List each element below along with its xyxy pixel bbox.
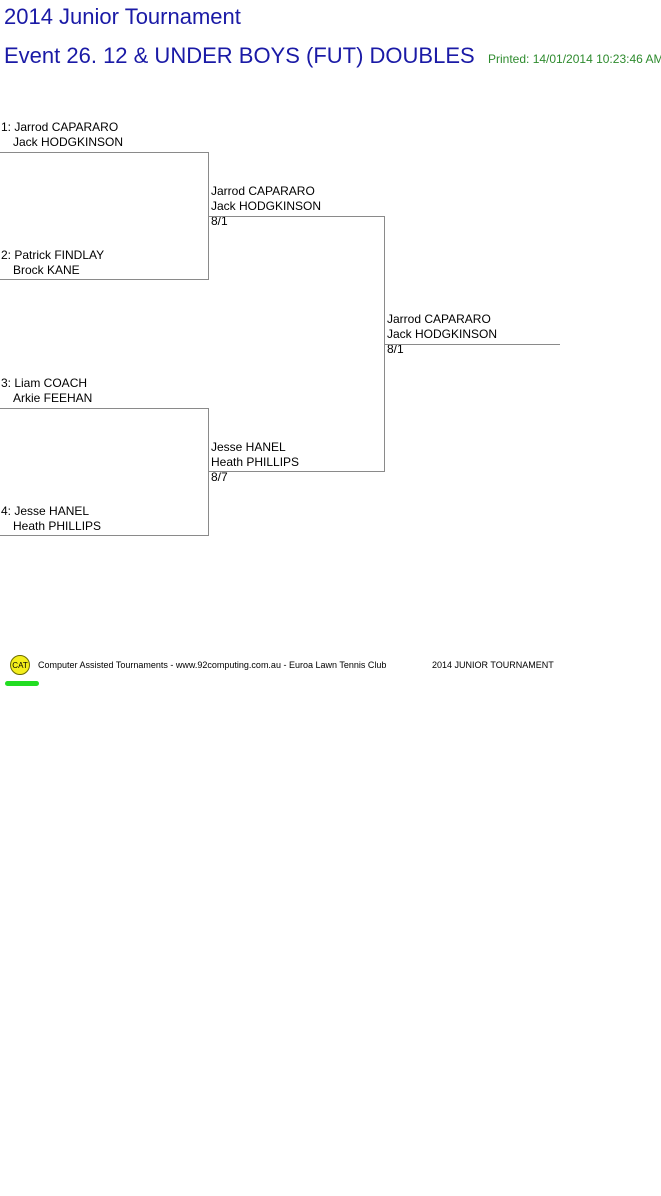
entry-3-player2: Arkie FEEHAN	[13, 391, 93, 405]
final-winner-score: 8/1	[387, 342, 404, 356]
round2-winner-2-player2: Heath PHILLIPS	[211, 455, 300, 469]
entry-4-player1: 4: Jesse HANEL	[1, 504, 90, 518]
final-winner-player1: Jarrod CAPARARO	[387, 312, 491, 326]
bracket-line-final	[385, 344, 560, 345]
round2-winner-1: Jarrod CAPARARO Jack HODGKINSON 8/1	[211, 184, 321, 229]
cat-logo-underline	[5, 681, 39, 686]
round2-winner-2-player1: Jesse HANEL	[211, 440, 286, 454]
final-winner: Jarrod CAPARARO Jack HODGKINSON 8/1	[387, 312, 497, 357]
entry-4-player2: Heath PHILLIPS	[13, 519, 102, 533]
draw-entry-4: 4: Jesse HANEL Heath PHILLIPS	[1, 504, 101, 534]
bracket-connector-match-1	[208, 152, 209, 280]
round2-winner-2-score: 8/7	[211, 470, 228, 484]
entry-1-player2: Jack HODGKINSON	[13, 135, 124, 149]
entry-2-player2: Brock KANE	[13, 263, 80, 277]
round2-winner-1-player2: Jack HODGKINSON	[211, 199, 322, 213]
footer-credits: Computer Assisted Tournaments - www.92co…	[38, 660, 387, 670]
bracket-line-entry-4	[0, 535, 209, 536]
printed-timestamp: Printed: 14/01/2014 10:23:46 AM	[488, 52, 661, 66]
bracket-line-entry-3	[0, 408, 209, 409]
entry-2-player1: 2: Patrick FINDLAY	[1, 248, 105, 262]
event-title: Event 26. 12 & UNDER BOYS (FUT) DOUBLES	[4, 43, 475, 68]
entry-1-player1: 1: Jarrod CAPARARO	[1, 120, 119, 134]
draw-entry-3: 3: Liam COACH Arkie FEEHAN	[1, 376, 92, 406]
bracket-line-entry-1	[0, 152, 209, 153]
cat-logo: CAT	[10, 655, 30, 675]
draw-entry-2: 2: Patrick FINDLAY Brock KANE	[1, 248, 104, 278]
bracket-line-semifinal-2	[209, 471, 385, 472]
bracket-connector-final	[384, 216, 385, 472]
draw-entry-1: 1: Jarrod CAPARARO Jack HODGKINSON	[1, 120, 123, 150]
bracket-connector-match-2	[208, 408, 209, 536]
final-winner-player2: Jack HODGKINSON	[387, 327, 498, 341]
footer-tournament: 2014 JUNIOR TOURNAMENT	[432, 660, 554, 670]
tournament-title: 2014 Junior Tournament	[4, 4, 241, 29]
entry-3-player1: 3: Liam COACH	[1, 376, 88, 390]
round2-winner-1-player1: Jarrod CAPARARO	[211, 184, 315, 198]
round2-winner-2: Jesse HANEL Heath PHILLIPS 8/7	[211, 440, 299, 485]
bracket-line-semifinal-1	[209, 216, 385, 217]
round2-winner-1-score: 8/1	[211, 214, 228, 228]
bracket-line-entry-2	[0, 279, 209, 280]
